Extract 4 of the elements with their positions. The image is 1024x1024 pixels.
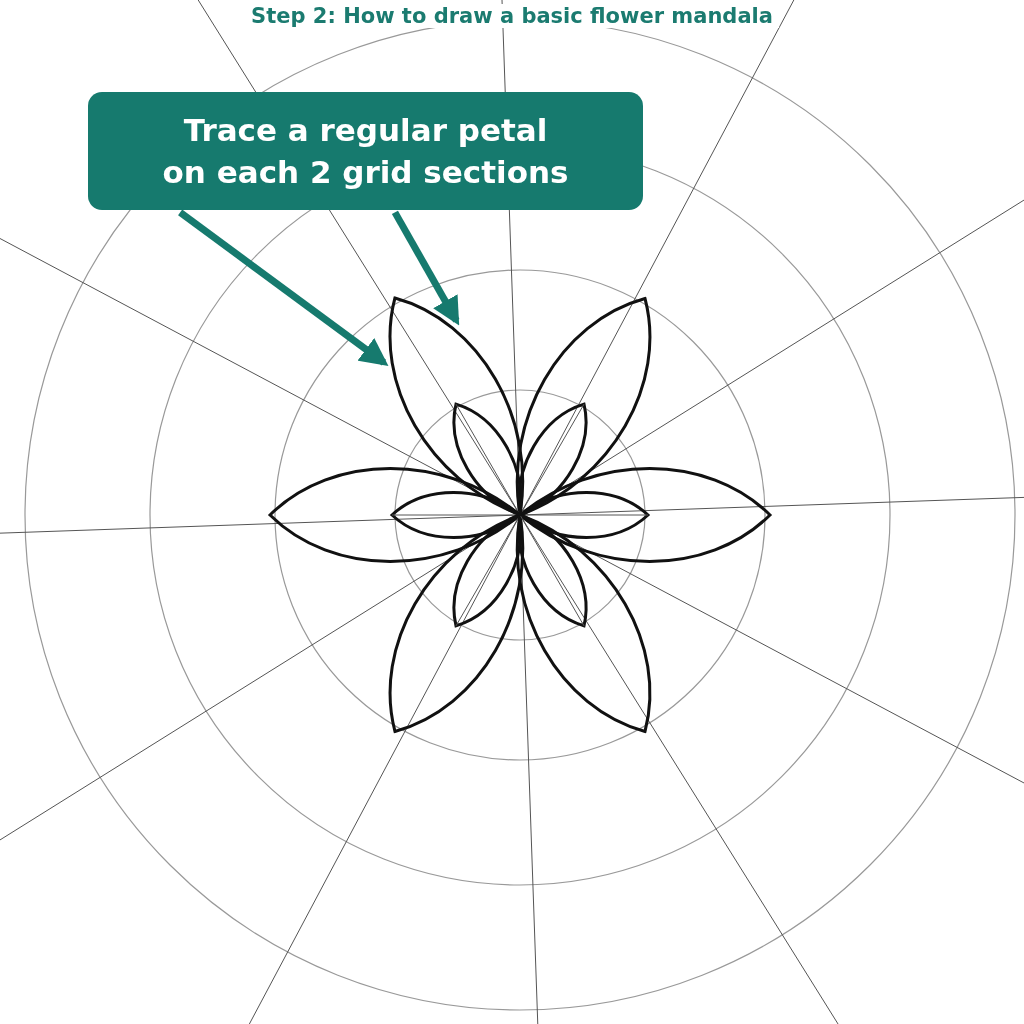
callout-text: Trace a regular petal on each 2 grid sections [88, 92, 643, 210]
petal-outline [388, 296, 525, 517]
arrow [391, 210, 460, 326]
arrow [178, 209, 389, 366]
